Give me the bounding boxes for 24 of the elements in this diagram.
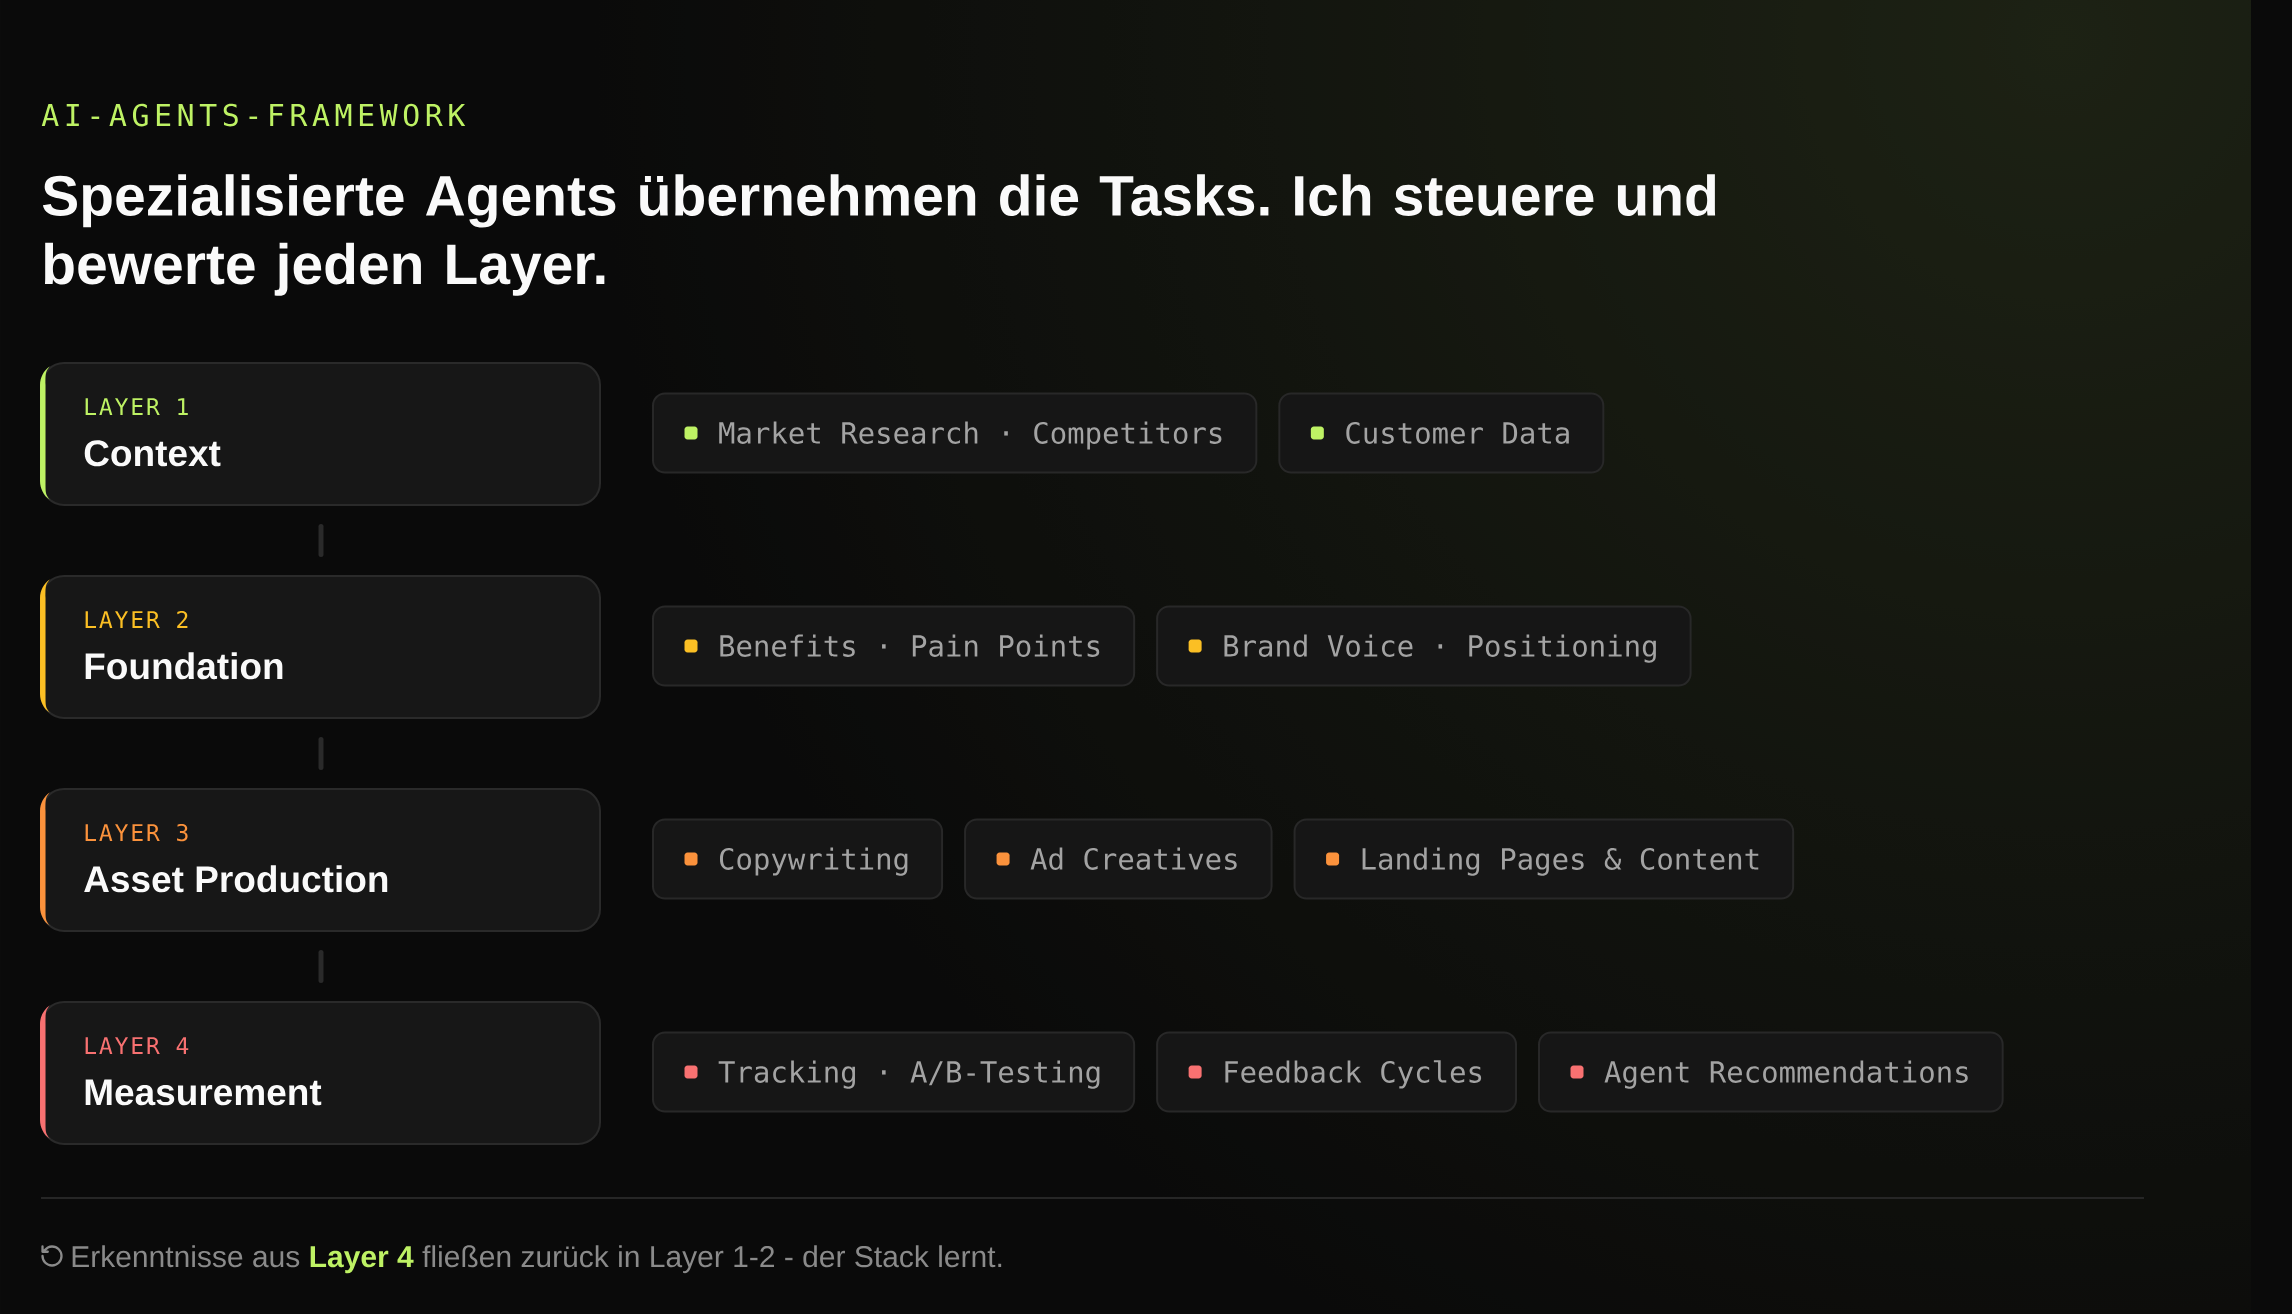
layer-label: LAYER 3 [85, 823, 188, 842]
layer-title: Context [84, 440, 221, 467]
tag-chip: Customer Data [1278, 392, 1605, 474]
layer-title: Foundation [85, 652, 283, 680]
layer-title: Measurement [85, 1079, 322, 1106]
tag-chip: Benefits · Pain Points [652, 605, 1136, 687]
tag-chip: Agent Recommendations [1538, 1031, 2004, 1113]
tag-chip: Tracking · A/B-Testing [652, 1031, 1136, 1113]
tag-chip: Copywriting [652, 818, 944, 900]
layer-label: LAYER 4 [85, 1037, 189, 1054]
tag-chip: Brand Voice · Positioning [1156, 605, 1692, 687]
tag-chip: Market Research · Competitors [652, 392, 1258, 474]
layer-label: LAYER 1 [85, 398, 188, 415]
heading: Spezialisierte Agents übernehmen die Tasks. Ich steuere und bewerte jeden Layer. [42, 174, 1716, 296]
connector-line [318, 737, 324, 770]
footnote: Erkenntnisse aus Layer 4 fließen zurück in Layer 1-2 - der Stack lernt. [72, 1245, 1002, 1274]
tag-chip: Feedback Cycles [1156, 1031, 1517, 1113]
eyebrow-label: AI-AGENTS-FRAMEWORK [41, 103, 466, 127]
tag-chip: Landing Pages & Content [1293, 818, 1795, 900]
layer-title: Asset Production [84, 865, 388, 893]
connector-line [318, 524, 324, 557]
tag-chip: Ad Creatives [964, 818, 1273, 900]
layer-label: LAYER 2 [85, 610, 188, 628]
connector-line [318, 950, 324, 983]
